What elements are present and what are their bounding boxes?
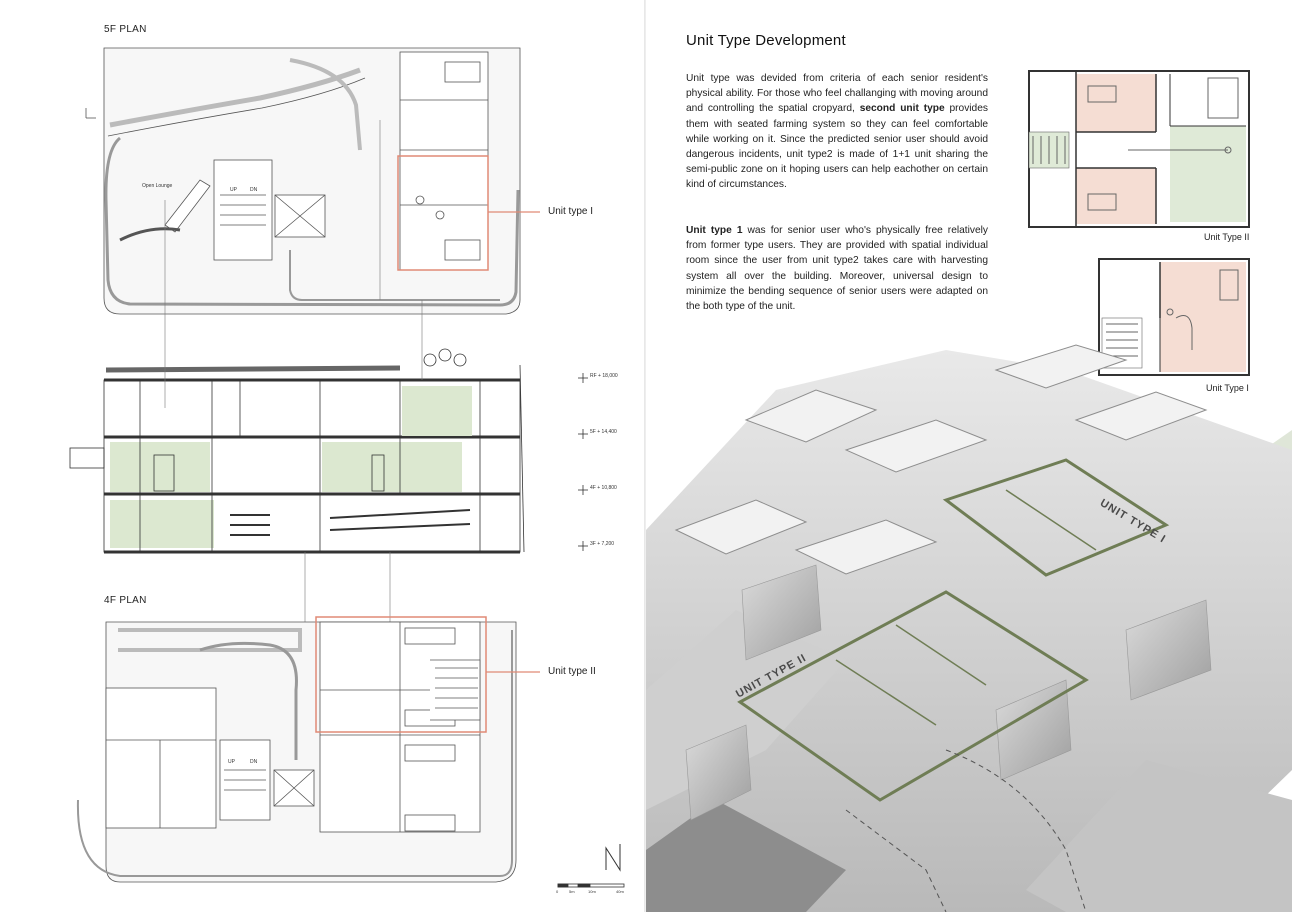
unit-type-1-plan [1098, 258, 1250, 376]
scale-0: 0 [556, 889, 559, 894]
callout-unit-type-2: Unit type II [548, 666, 596, 677]
section-heading: Unit Type Development [686, 32, 846, 49]
unit-type-2-plan [1028, 70, 1250, 228]
level-3f: 3F + 7,200 [590, 541, 615, 547]
physical-model-render [646, 344, 1292, 912]
stair-dn-label-4f: DN [250, 759, 258, 765]
stair-up-label-4f: UP [228, 759, 235, 765]
open-lounge-label: Open Lounge [142, 183, 173, 189]
level-4f: 4F + 10,800 [590, 485, 617, 491]
unit-type-1-highlight [397, 155, 489, 271]
caption-unit-type-2: Unit Type II [1204, 232, 1250, 242]
stair-dn-label: DN [250, 187, 258, 193]
level-5f: 5F + 14,400 [590, 429, 617, 435]
caption-unit-type-1: Unit Type I [1206, 383, 1249, 393]
scale-40m: 40m [616, 889, 624, 894]
scale-5m: 5m [569, 889, 575, 894]
architectural-drawings [69, 47, 625, 888]
paragraph-unit-type-1: Unit type 1 was for senior user who's ph… [686, 225, 989, 313]
callout-unit-type-1: Unit type I [548, 206, 594, 217]
north-arrow-icon [605, 844, 621, 872]
level-rf: RF + 18,000 [590, 373, 618, 379]
plan-5f-title: 5F PLAN [104, 24, 147, 35]
right-page: Unit Type Development Unit type was devi… [646, 0, 1292, 912]
plan-4f-title: 4F PLAN [104, 595, 147, 606]
floor-plan-4f [76, 621, 517, 883]
stair-up-label: UP [230, 187, 237, 193]
unit-type-2-highlight [315, 616, 487, 733]
left-page: 5F PLAN [69, 24, 625, 894]
paragraph-unit-type-2: Unit type was devided from criteria of e… [686, 73, 988, 191]
floor-plan-5f [85, 47, 521, 315]
scale-bar [557, 883, 625, 888]
level-markers [578, 373, 588, 551]
building-section [69, 348, 525, 554]
scale-10m: 10m [588, 889, 596, 894]
